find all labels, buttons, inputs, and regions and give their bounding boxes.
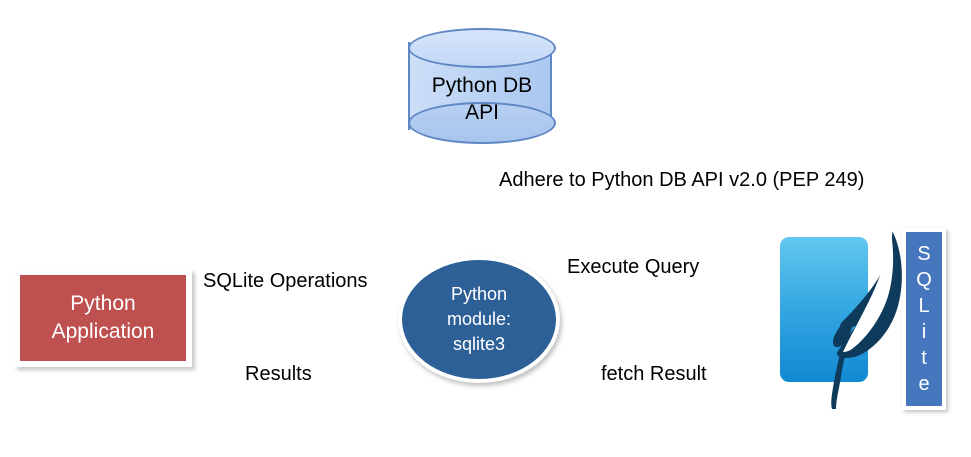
python-application-label: Python Application [51,292,155,343]
node-python-db-api[interactable]: Python DB API [408,28,556,146]
edge-label-adhere: Adhere to Python DB API v2.0 (PEP 249) [499,169,865,191]
sqlite-wordmark-letters: S Q L i t e [906,232,942,406]
python-module-label: Python module: sqlite3 [446,284,512,354]
sqlite-letter-i: i [921,321,927,343]
node-python-application[interactable]: Python Application [14,269,192,367]
sqlite-letter-q: Q [916,269,932,291]
python-db-api-label: Python DB API [431,74,533,124]
node-python-module-sqlite3[interactable]: Python module: sqlite3 [398,256,560,383]
sqlite-letter-l: L [918,295,930,317]
sqlite-wordmark-bar: S Q L i t e [902,228,946,410]
cylinder-top-ellipse [408,28,556,68]
sqlite-blue-rectangle [780,237,868,382]
sqlite-letter-e: e [918,373,930,395]
edge-label-results: Results [245,363,312,385]
python-application-fill: Python Application [20,275,186,361]
feather-icon [831,231,902,409]
edge-label-execute-query: Execute Query [567,256,700,278]
node-sqlite-logo[interactable]: S Q L i t e [778,228,963,428]
cylinder-bottom-ellipse [408,102,556,144]
sqlite-letter-s: S [917,243,931,265]
sqlite-letter-t: t [921,347,927,369]
edge-label-fetch-result: fetch Result [601,363,707,385]
edge-label-sqlite-operations: SQLite Operations [203,270,368,292]
